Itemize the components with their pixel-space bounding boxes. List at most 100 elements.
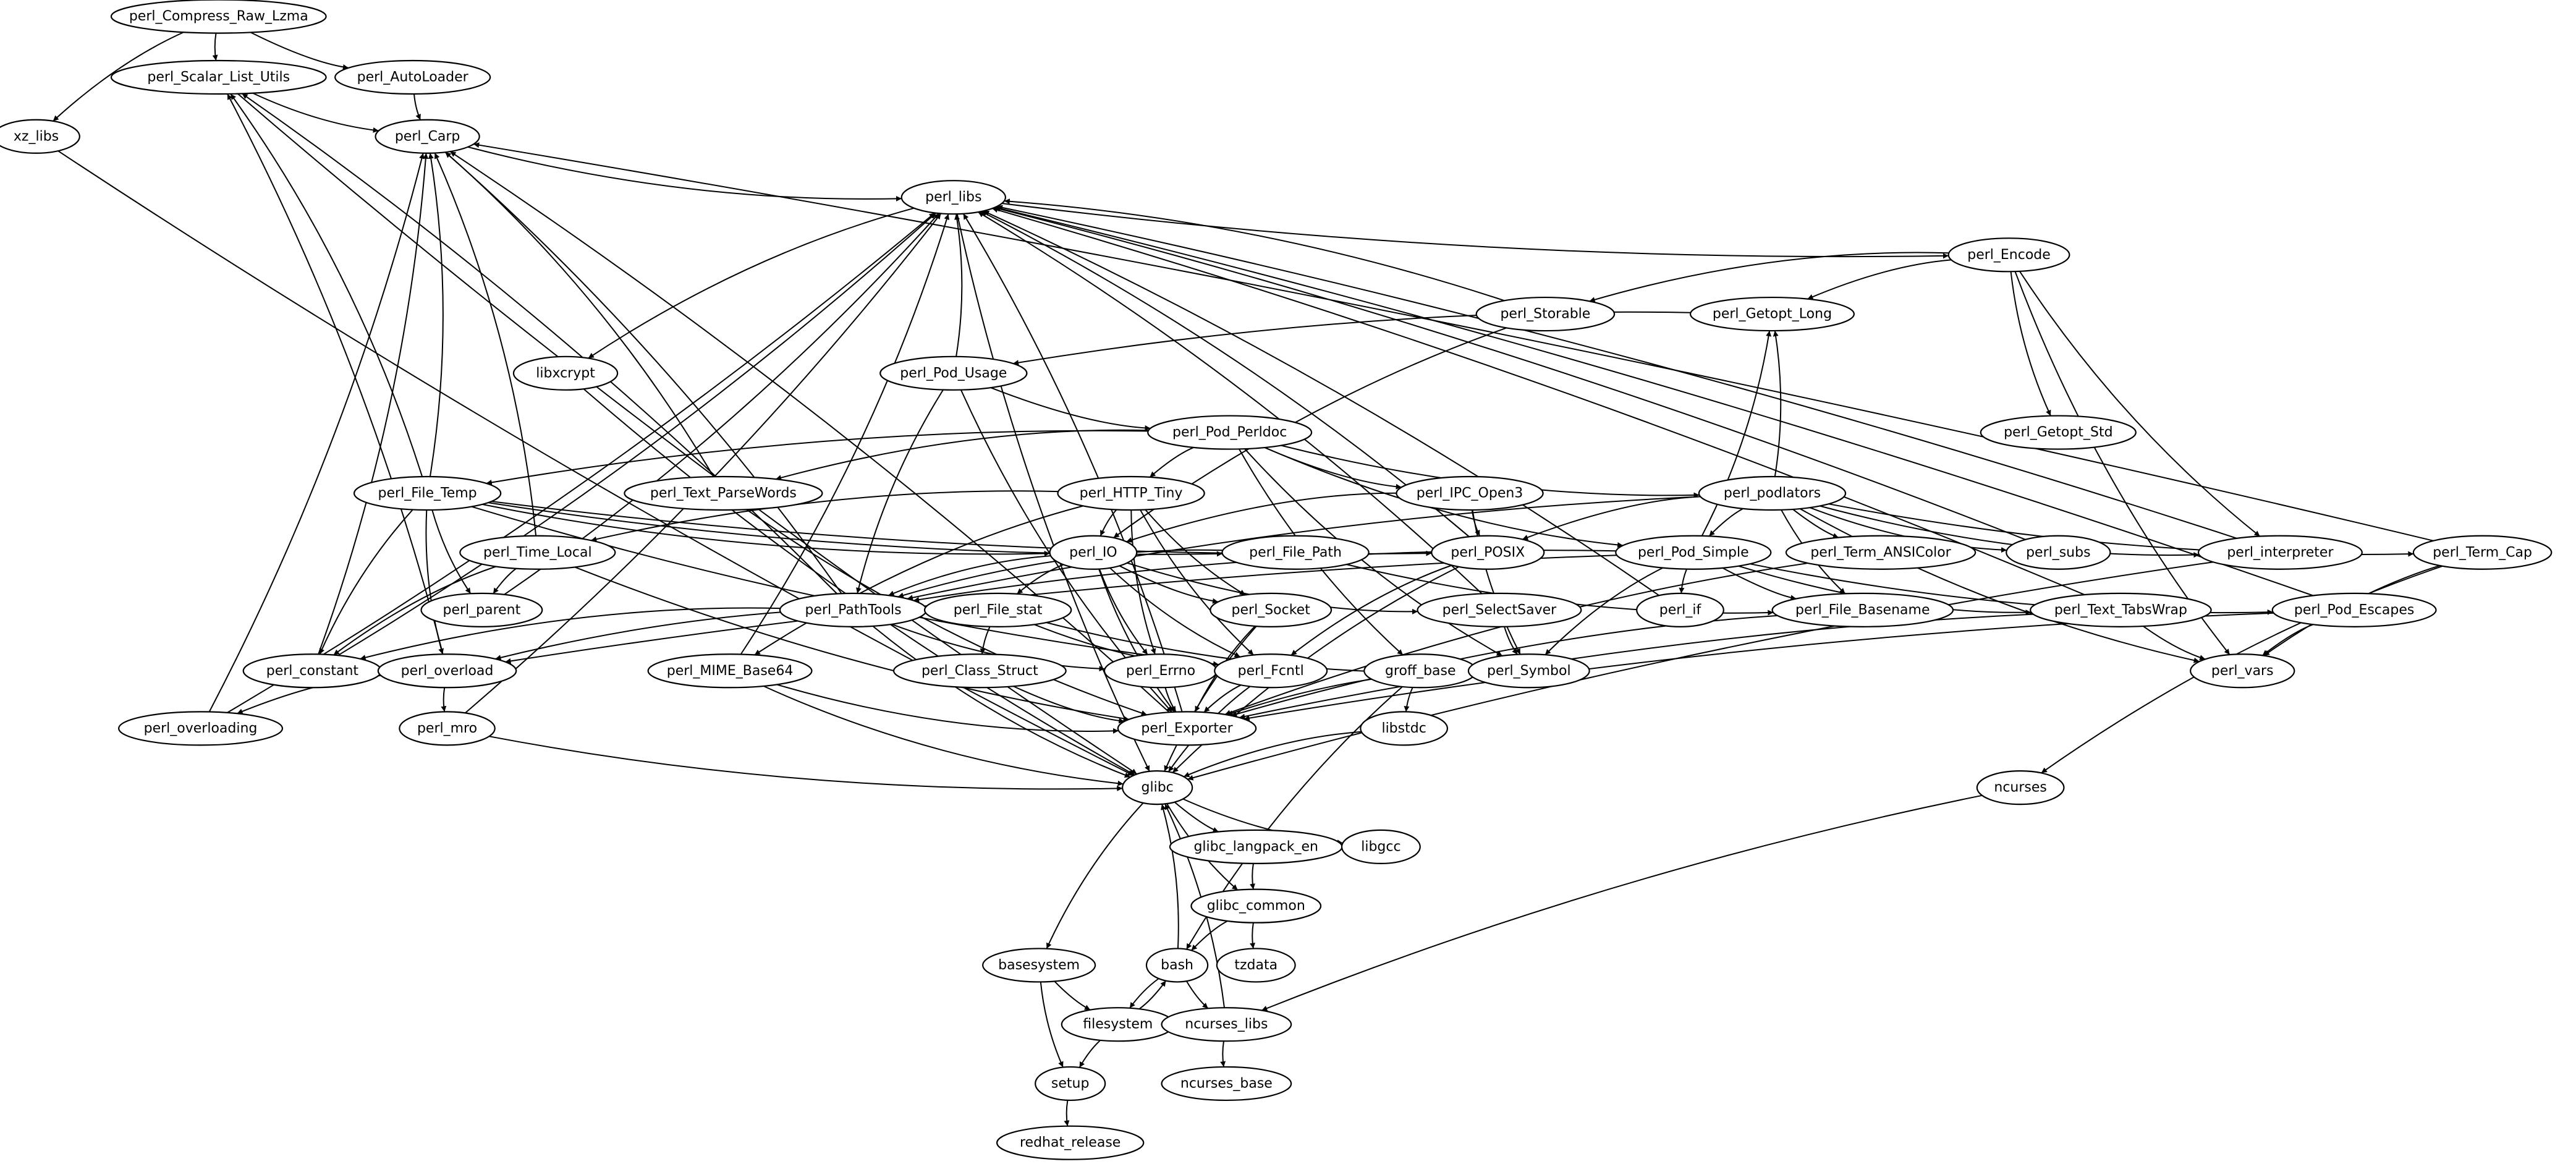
node-ellipse	[879, 355, 1028, 391]
graph-node-groff-base: groff_base	[1363, 653, 1478, 689]
node-label: perl_Getopt_Std	[2004, 425, 2112, 440]
edge-perl-http-tiny-to-perl-time-local	[590, 490, 1059, 542]
node-label: perl_POSIX	[1451, 545, 1525, 560]
edge-perl-ipc-open3-to-perl-io	[1126, 492, 1397, 543]
node-label: perl_interpreter	[2227, 545, 2334, 560]
graph-node-perl-libs: perl_libs	[900, 180, 1007, 215]
edge-perl-file-stat-to-perl-class-struct	[980, 626, 991, 655]
graph-node-libstdc: libstdc	[1360, 711, 1449, 746]
node-ellipse	[2190, 653, 2295, 689]
node-ellipse	[1122, 770, 1193, 805]
node-ellipse	[1417, 592, 1582, 627]
node-ellipse	[110, 59, 327, 95]
edge-perl-libs-to-libxcrypt	[588, 207, 915, 359]
node-ellipse	[624, 475, 823, 511]
node-ellipse	[1221, 535, 1370, 570]
edge-perl-pathtools-to-glibc	[872, 626, 1131, 778]
graph-node-filesystem: filesystem	[1061, 1007, 1175, 1042]
node-label: perl_Encode	[1967, 247, 2051, 263]
edge-perl-time-local-to-perl-constant	[333, 566, 496, 656]
graph-node-ncurses-base: ncurses_base	[1161, 1066, 1292, 1102]
edge-setup-to-redhat-release	[1064, 1100, 1070, 1126]
graph-node-perl-ipc-open3: perl_IPC_Open3	[1396, 475, 1544, 511]
node-label: perl_Time_Local	[483, 545, 592, 560]
node-ellipse	[900, 180, 1007, 215]
node-ellipse	[2006, 535, 2111, 570]
edge-perl-podlators-to-perl-getopt-long	[1773, 330, 1782, 477]
edge-glibc-to-basesystem	[1046, 802, 1144, 949]
node-ellipse	[377, 653, 517, 689]
edge-perl-term-cap-to-perl-carp	[473, 142, 2434, 542]
node-ellipse	[2271, 592, 2437, 627]
graph-node-perl-time-local: perl_Time_Local	[459, 535, 616, 570]
node-label: libxcrypt	[536, 365, 595, 381]
edge-perl-errno-to-perl-exporter	[1164, 687, 1177, 713]
graph-node-libgcc: libgcc	[1341, 829, 1421, 865]
edge-perl-constant-to-perl-carp	[318, 153, 429, 655]
graph-node-perl-overloading: perl_overloading	[118, 711, 284, 746]
graph-node-perl-mro: perl_mro	[399, 711, 496, 746]
node-ellipse	[2412, 535, 2553, 570]
edge-perl-subs-to-perl-libs	[994, 206, 2026, 540]
edge-filesystem-to-bash	[1138, 980, 1167, 1010]
node-label: perl_File_stat	[954, 602, 1043, 618]
node-label: perl_Symbol	[1487, 663, 1571, 679]
graph-node-perl-scalar-list-utils: perl_Scalar_List_Utils	[110, 59, 327, 95]
node-ellipse	[1161, 1066, 1292, 1102]
graph-node-perl-parent: perl_parent	[420, 592, 543, 627]
edge-perl-compress-raw-lzma-to-xz-libs	[53, 32, 184, 122]
node-ellipse	[110, 0, 327, 34]
edge-bash-to-ncurses-libs	[1185, 980, 1209, 1009]
edge-basesystem-to-setup	[1040, 982, 1064, 1068]
node-ellipse	[982, 948, 1096, 983]
graph-node-perl-fcntl: perl_Fcntl	[1214, 653, 1328, 689]
edge-perl-posix-to-perl-libs	[981, 211, 1470, 538]
edge-perl-http-tiny-to-perl-errno	[1130, 509, 1156, 655]
graph-node-perl-text-parsewords: perl_Text_ParseWords	[624, 475, 823, 511]
node-label: ncurses_base	[1180, 1076, 1273, 1091]
edge-perl-pod-usage-to-perl-pathtools	[855, 389, 944, 594]
node-ellipse	[1161, 1007, 1292, 1042]
node-label: perl_subs	[2026, 545, 2091, 560]
graph-node-basesystem: basesystem	[982, 948, 1096, 983]
edge-perl-exporter-to-perl-libs	[962, 213, 1183, 712]
edge-perl-http-tiny-to-perl-mime-base64	[754, 505, 1083, 656]
edge-perl-mro-to-glibc	[489, 736, 1123, 791]
node-ellipse	[334, 59, 491, 95]
graph-node-perl-encode: perl_Encode	[1947, 237, 2070, 273]
edge-perl-pod-simple-to-perl-getopt-long	[1701, 330, 1772, 537]
graph-node-perl-overload: perl_overload	[377, 653, 517, 689]
node-label: perl_Pod_Usage	[900, 365, 1007, 381]
node-label: xz_libs	[14, 129, 59, 144]
edge-perl-io-to-perl-pathtools	[888, 555, 1051, 597]
edge-perl-io-to-perl-socket	[1119, 565, 1219, 604]
edge-perl-file-temp-to-perl-constant	[319, 509, 413, 655]
node-label: glibc_langpack_en	[1193, 839, 1318, 854]
edge-perl-exporter-to-perl-carp	[449, 151, 1170, 713]
node-ellipse	[1360, 711, 1449, 746]
node-label: perl_mro	[417, 721, 477, 736]
node-label: perl_constant	[266, 663, 359, 679]
node-label: perl_Getopt_Long	[1713, 307, 1832, 322]
edge-perl-io-to-perl-errno	[1098, 569, 1148, 655]
edge-perl-overload-to-perl-mro	[441, 687, 447, 712]
node-ellipse	[1396, 475, 1544, 511]
node-ellipse	[892, 653, 1067, 689]
node-ellipse	[1117, 711, 1257, 746]
node-ellipse	[1689, 296, 1855, 332]
graph-node-perl-getopt-long: perl_Getopt_Long	[1689, 296, 1855, 332]
edge-perl-pod-simple-to-perl-file-basename	[1722, 567, 1797, 601]
edge-perl-class-struct-to-perl-exporter	[1013, 686, 1125, 724]
graph-node-perl-constant: perl_constant	[242, 653, 383, 689]
graph-node-perl-term-cap: perl_Term_Cap	[2412, 535, 2553, 570]
node-label: perl_IO	[1069, 545, 1117, 560]
node-ellipse	[1947, 237, 2070, 273]
graph-node-perl-selectsaver: perl_SelectSaver	[1417, 592, 1582, 627]
edge-perl-libs-to-glibc	[956, 213, 1150, 772]
edge-ncurses-libs-to-ncurses-base	[1220, 1041, 1226, 1068]
edge-perl-storable-to-perl-libs	[1004, 198, 1505, 302]
node-label: perl_Scalar_List_Utils	[147, 70, 290, 85]
node-label: perl_Class_Struct	[922, 663, 1038, 679]
edge-perl-selectsaver-to-perl-libs	[978, 211, 1483, 595]
